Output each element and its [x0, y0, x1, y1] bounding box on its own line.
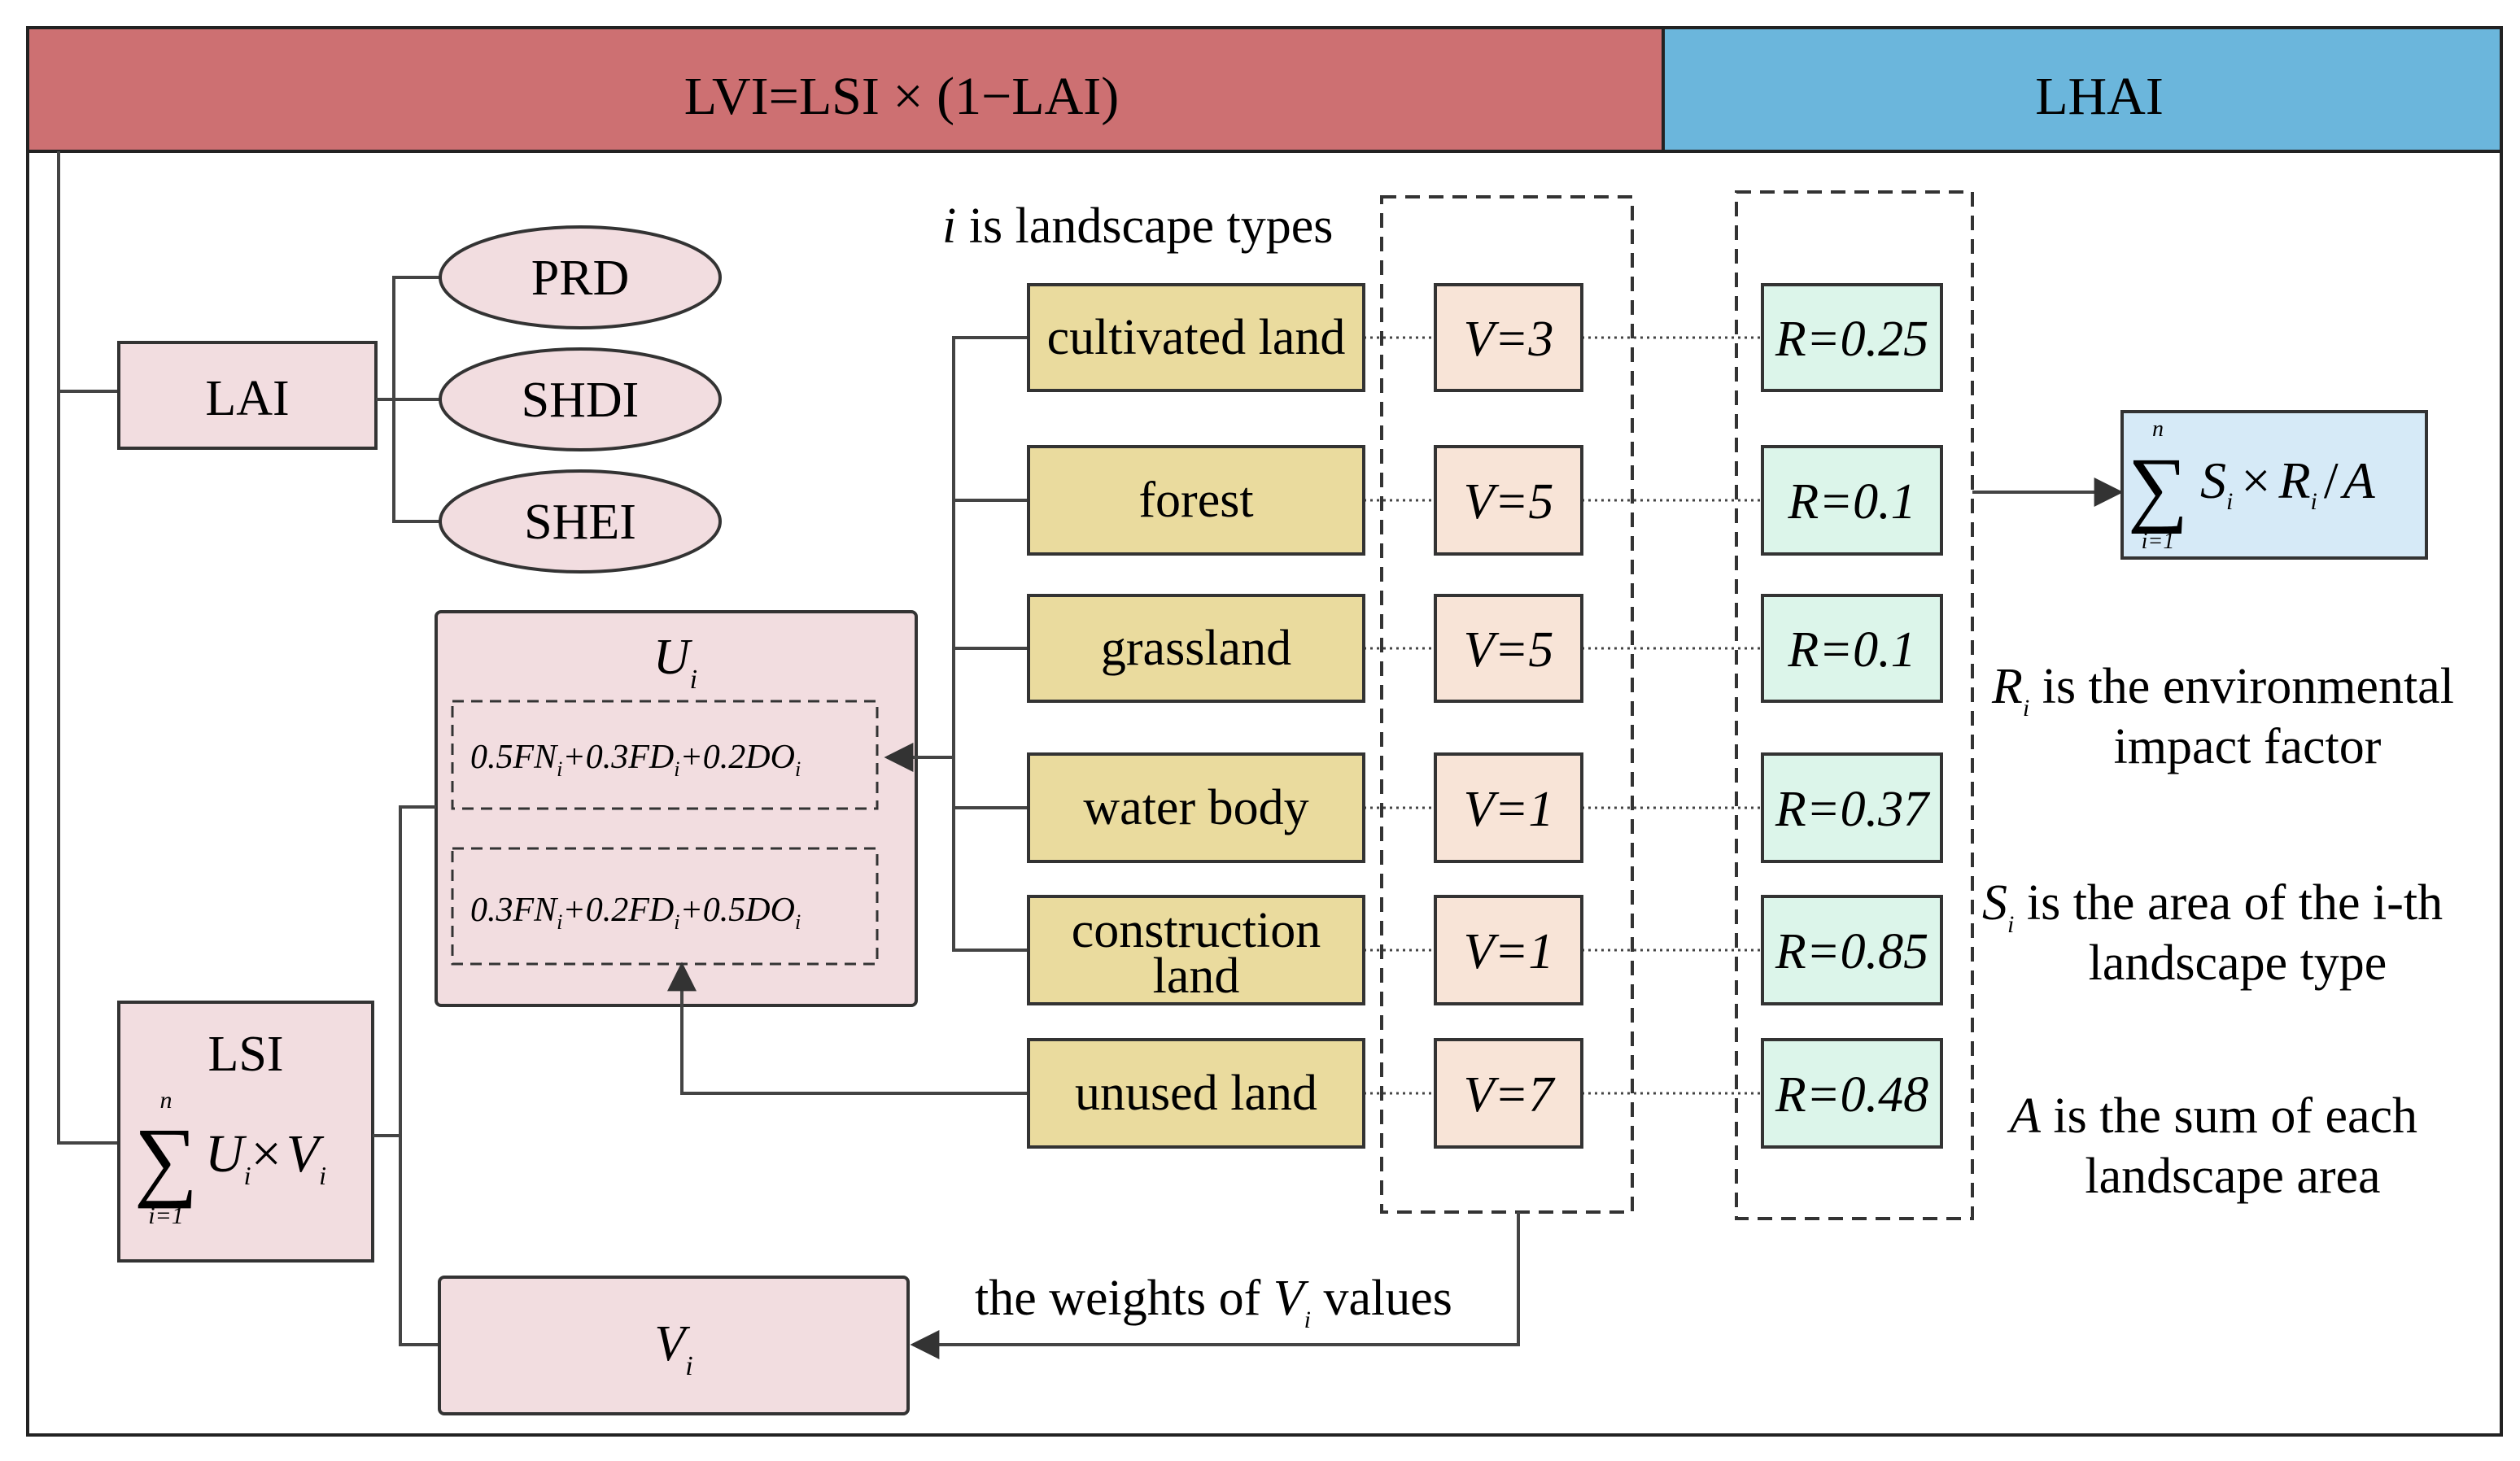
landscape-label-forest: forest	[1138, 473, 1253, 528]
v-box-construction-land	[1434, 895, 1583, 1005]
left-trunk-connectors	[57, 151, 119, 1145]
r-value-water-body: R=0.37	[1775, 782, 1931, 837]
v-box-unused-land	[1434, 1038, 1583, 1149]
note-ri-line2: impact factor	[2114, 719, 2382, 774]
r-value-unused-land: R=0.48	[1775, 1067, 1928, 1123]
vi-label: Vi	[654, 1316, 692, 1381]
lsi-label: LSI	[208, 1027, 284, 1082]
lsi-sum-term: Ui×Vi	[205, 1124, 326, 1190]
v-value-construction-land: V=1	[1464, 924, 1554, 979]
r-value-construction-land: R=0.85	[1775, 924, 1928, 979]
v-box-forest	[1434, 445, 1583, 556]
weights-caption: the weights of Vi values	[975, 1271, 1452, 1333]
prd-label: PRD	[531, 251, 630, 306]
v-box-cultivated-land	[1434, 283, 1583, 392]
r-box-unused-land	[1761, 1038, 1943, 1149]
lsi-sigma: ∑	[134, 1110, 198, 1209]
r-values-dashed-group	[1735, 190, 1974, 1220]
header-lvi-band	[26, 26, 1665, 153]
landscape-label-line1-construction-land: construction	[1072, 903, 1321, 958]
lhai-sigma: ∑	[2128, 441, 2188, 534]
header-lhai-title: LHAI	[2035, 67, 2164, 126]
weights-arrow	[910, 1212, 1520, 1359]
r-box-grassland	[1761, 594, 1943, 703]
lsi-connectors	[373, 805, 439, 1346]
shei-label: SHEI	[524, 495, 636, 550]
prd-ellipse	[439, 225, 722, 329]
ui-formula-2: 0.3FNi+0.2FDi+0.5DOi	[470, 892, 801, 934]
v-value-grassland: V=5	[1464, 622, 1554, 678]
lhai-sum-lower: i=1	[2142, 529, 2175, 554]
ui-title: Ui	[653, 630, 697, 695]
landscape-label-water-body: water body	[1083, 780, 1308, 835]
r-value-forest: R=0.1	[1787, 474, 1915, 530]
lai-children-connectors	[376, 276, 443, 523]
ui-formula-1: 0.5FNi+0.3FDi+0.2DOi	[470, 739, 801, 781]
lsi-sum-lower: i=1	[148, 1202, 184, 1229]
shdi-label: SHDI	[522, 373, 640, 428]
landscape-box-water-body	[1027, 752, 1365, 863]
v-box-grassland	[1434, 594, 1583, 703]
shei-ellipse	[439, 469, 722, 573]
note-a-line2: landscape area	[2085, 1149, 2380, 1204]
lai-label: LAI	[205, 371, 289, 426]
vi-box	[438, 1276, 910, 1415]
ui-formula-box-1	[451, 700, 879, 810]
r-box-forest	[1761, 445, 1943, 556]
r-box-construction-land	[1761, 895, 1943, 1005]
landscape-box-grassland	[1027, 594, 1365, 703]
landscape-box-cultivated-land	[1027, 283, 1365, 392]
landscape-box-construction-land	[1027, 895, 1365, 1005]
r-value-grassland: R=0.1	[1787, 622, 1915, 678]
landscape-box-unused-land	[1027, 1038, 1365, 1149]
types-bracket-connectors	[667, 336, 1029, 1095]
v-value-unused-land: V=7	[1464, 1067, 1557, 1123]
note-si-line2: landscape type	[2089, 935, 2387, 991]
v-value-forest: V=5	[1464, 474, 1554, 530]
lhai-sum-upper: n	[2152, 416, 2164, 442]
landscape-label-grassland: grassland	[1101, 621, 1291, 676]
landscape-box-forest	[1027, 445, 1365, 556]
header-lhai-band	[1662, 26, 2503, 153]
v-value-water-body: V=1	[1464, 782, 1554, 837]
landscape-types-caption: i is landscape types	[942, 198, 1333, 254]
header-lvi-formula: LVI=LSI × (1−LAI)	[684, 67, 1119, 126]
note-ri-line1: Ri is the environmental	[1991, 659, 2454, 722]
shdi-ellipse	[439, 347, 722, 451]
lai-box	[117, 341, 378, 450]
v-values-dashed-group	[1380, 195, 1634, 1214]
r-box-water-body	[1761, 752, 1943, 863]
landscape-label-unused-land: unused land	[1075, 1066, 1317, 1121]
lsi-sum-upper: n	[160, 1087, 173, 1114]
lhai-formula-box	[2120, 410, 2428, 560]
lsi-box	[117, 1001, 374, 1263]
landscape-label-line2-construction-land: land	[1153, 949, 1240, 1004]
note-si-line1: Si is the area of the i-th	[1982, 875, 2443, 938]
lhai-sum-term: Si×Ri/A	[2200, 451, 2376, 515]
note-a-line1: A is the sum of each	[2007, 1088, 2417, 1144]
r-box-cultivated-land	[1761, 283, 1943, 392]
v-value-cultivated-land: V=3	[1464, 312, 1554, 367]
ui-formula-box-2	[451, 847, 879, 966]
landscape-label-cultivated-land: cultivated land	[1047, 310, 1346, 365]
r-value-cultivated-land: R=0.25	[1775, 312, 1928, 367]
v-box-water-body	[1434, 752, 1583, 863]
